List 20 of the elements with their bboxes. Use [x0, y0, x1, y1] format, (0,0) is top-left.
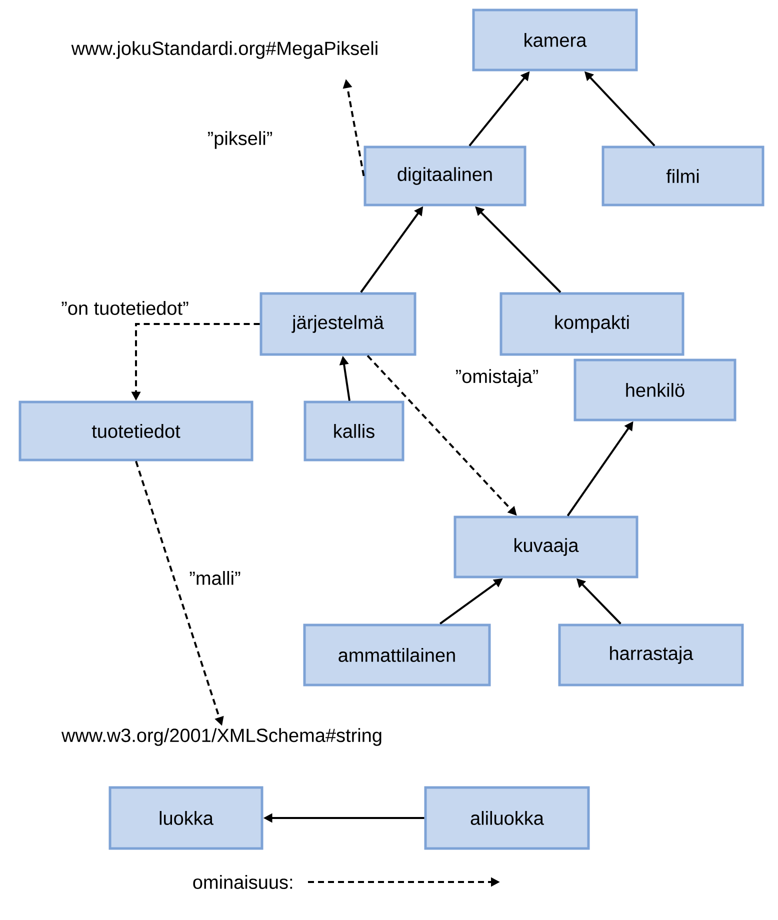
class-box: ammattilainen	[303, 624, 491, 686]
class-box: tuotetiedot	[18, 400, 254, 462]
class-box: kamera	[472, 8, 638, 72]
class-box: luokka	[108, 786, 264, 850]
class-box: digitaalinen	[364, 146, 526, 206]
class-box: kallis	[304, 400, 404, 462]
edge-label: ”omistaja”	[454, 368, 540, 388]
edge-label: ”on tuotetiedot”	[60, 300, 190, 316]
class-box: harrastaja	[558, 624, 744, 686]
edge-label: ”pikseli”	[206, 130, 274, 150]
edge-label: ”malli”	[188, 570, 242, 586]
uri-text: www.w3.org/2001/XMLSchema#string	[61, 728, 382, 746]
class-box: henkilö	[574, 358, 736, 422]
class-box: filmi	[602, 146, 764, 206]
class-box: aliluokka	[424, 786, 590, 850]
class-box: kompakti	[500, 292, 684, 356]
legend-text: ominaisuus:	[193, 875, 292, 889]
class-box: järjestelmä	[260, 292, 416, 356]
class-box: kuvaaja	[454, 516, 638, 578]
uri-text: www.jokuStandardi.org#MegaPikseli	[71, 41, 378, 59]
